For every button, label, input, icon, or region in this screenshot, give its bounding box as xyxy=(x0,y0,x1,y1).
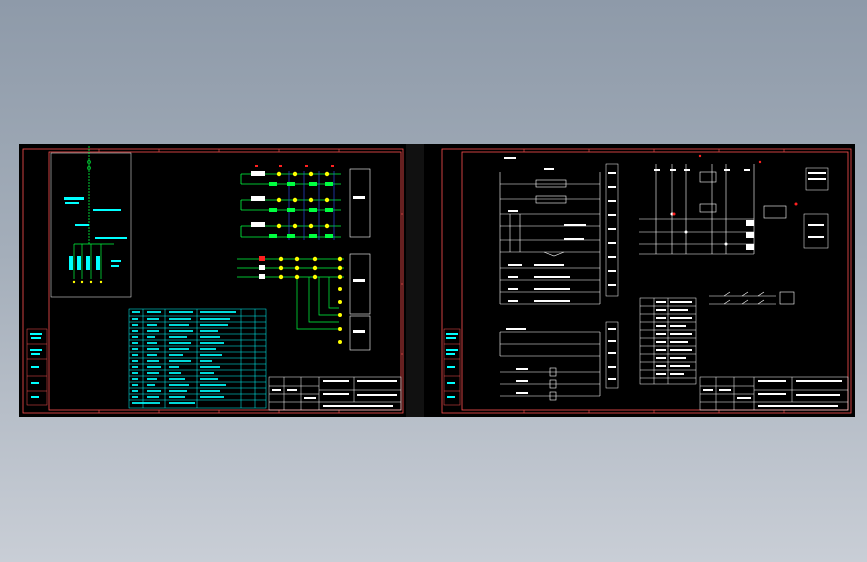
switch-string[interactable] xyxy=(709,291,795,305)
equipment-table[interactable] xyxy=(128,308,267,409)
title-block-right-text xyxy=(703,380,842,407)
single-line-diagram[interactable] xyxy=(50,146,132,298)
relay-panel-box-3 xyxy=(349,315,371,351)
control-circuit-a-marks xyxy=(504,157,586,302)
inner-frame xyxy=(461,151,849,411)
outer-frame xyxy=(441,148,852,414)
title-block-right[interactable] xyxy=(699,376,849,411)
right-sheet-svg xyxy=(441,148,852,414)
equipment-table-text xyxy=(132,311,236,404)
viewport-gap xyxy=(406,144,424,417)
wiring-schedule-table-text xyxy=(656,301,692,375)
control-circuit-a-labels xyxy=(605,163,619,297)
control-wiring-middle[interactable] xyxy=(237,253,371,351)
terminal-circuit-b-labels xyxy=(803,167,829,249)
side-label-strip xyxy=(443,328,461,406)
wiring-schedule-table[interactable] xyxy=(639,297,697,385)
left-sheet-svg xyxy=(22,146,404,414)
relay-panel-box-1 xyxy=(349,168,371,238)
outer-frame xyxy=(22,148,404,414)
title-block-left-text xyxy=(272,380,397,407)
right-drawing-sheet[interactable] xyxy=(424,144,855,417)
frame-ticks xyxy=(523,149,785,413)
left-drawing-sheet[interactable] xyxy=(19,144,406,417)
control-circuit-c-labels xyxy=(506,321,619,394)
control-circuit-c[interactable] xyxy=(499,331,601,401)
title-block-left[interactable] xyxy=(268,376,402,411)
control-circuit-a[interactable] xyxy=(499,172,601,305)
terminal-circuit-b[interactable] xyxy=(639,154,798,255)
inner-frame xyxy=(48,151,402,411)
frame-ticks xyxy=(98,149,403,413)
side-label-strip xyxy=(26,328,48,406)
relay-panel-box-2 xyxy=(349,253,371,315)
control-wiring-top[interactable] xyxy=(240,165,371,240)
